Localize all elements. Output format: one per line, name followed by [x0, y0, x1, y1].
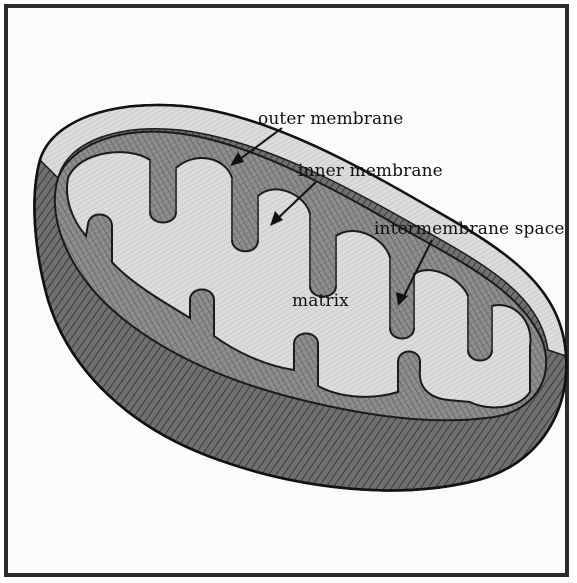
label-outer-membrane: outer membrane	[258, 109, 403, 129]
label-matrix: matrix	[292, 291, 349, 311]
label-intermembrane-space: intermembrane space	[374, 219, 565, 239]
label-inner-membrane: inner membrane	[298, 161, 443, 181]
